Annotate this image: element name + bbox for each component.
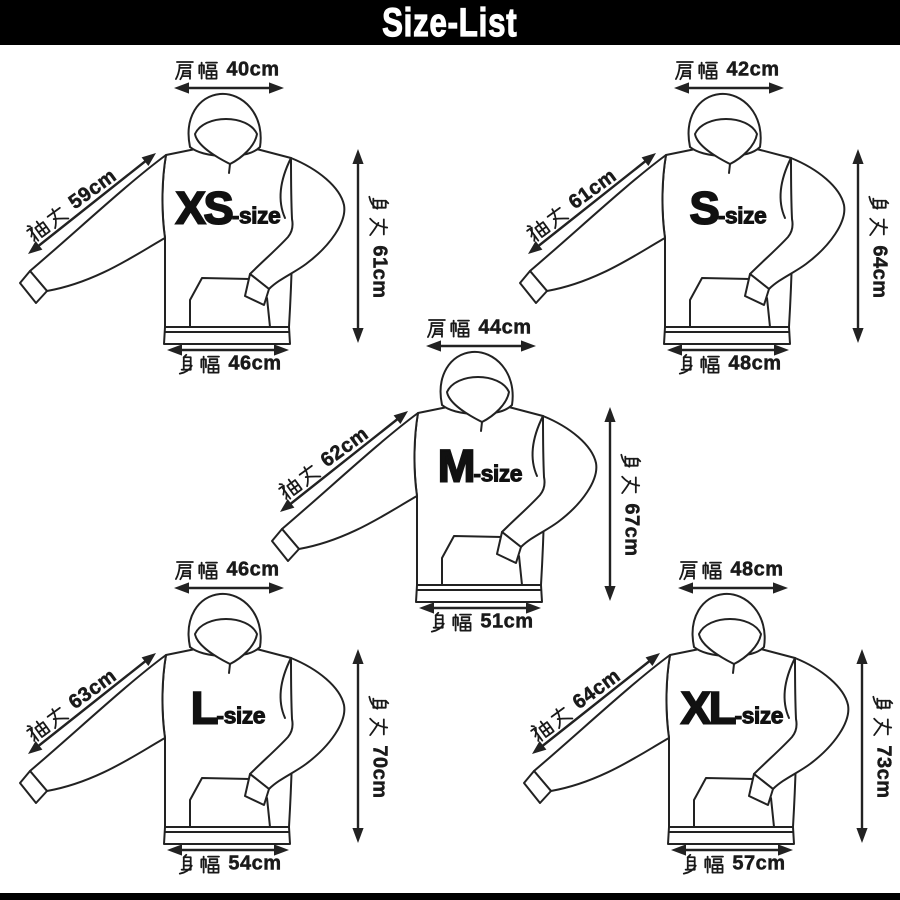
shoulder-width-value: 48cm [730, 558, 784, 581]
kanji-kata-icon [674, 60, 695, 81]
kanji-kata-icon [426, 318, 447, 339]
body-width-value: 57cm [732, 852, 786, 875]
kanji-mi-icon [869, 193, 890, 214]
body-length-label: 70cm [368, 693, 391, 799]
size-suffix: -size [231, 202, 281, 229]
body-length-label: 73cm [872, 693, 895, 799]
shoulder-width-label: 42cm [674, 58, 780, 82]
kanji-mi-icon [369, 193, 390, 214]
kanji-haba-icon [703, 854, 724, 875]
size-panel-s: 42cm 61cm 64cm 48cm S-size [508, 50, 900, 385]
kanji-take-icon [621, 474, 642, 495]
size-name-label: S-size [689, 182, 768, 234]
shoulder-width-label: 46cm [174, 558, 280, 582]
size-suffix: -size [717, 202, 767, 229]
body-length-label: 67cm [620, 451, 643, 557]
size-suffix: -size [473, 460, 523, 487]
kanji-haba-icon [199, 354, 220, 375]
size-name: XS [175, 182, 235, 234]
shoulder-width-value: 40cm [226, 58, 280, 81]
body-length-value: 70cm [368, 745, 391, 799]
shoulder-width-value: 46cm [226, 558, 280, 581]
body-width-label: 48cm [676, 352, 782, 376]
kanji-take-icon [369, 716, 390, 737]
bottom-border-bar [0, 893, 900, 900]
body-length-value: 61cm [368, 245, 391, 299]
body-length-label: 61cm [368, 193, 391, 299]
kanji-mi-icon [680, 854, 701, 875]
page-title: Size-List [382, 0, 518, 45]
shoulder-width-label: 40cm [174, 58, 280, 82]
kanji-mi-icon [369, 693, 390, 714]
body-length-value: 73cm [872, 745, 895, 799]
body-width-label: 54cm [176, 852, 282, 876]
shoulder-width-value: 44cm [478, 316, 532, 339]
kanji-mi-icon [176, 854, 197, 875]
size-panel-xl: 48cm 64cm 73cm 57cm XL-size [512, 550, 900, 885]
body-width-label: 57cm [680, 852, 786, 876]
kanji-haba-icon [449, 318, 470, 339]
body-width-label: 51cm [428, 610, 534, 634]
kanji-mi-icon [176, 354, 197, 375]
body-length-label: 64cm [868, 193, 891, 299]
body-width-value: 48cm [728, 352, 782, 375]
size-name-label: M-size [437, 440, 523, 492]
size-panel-m: 44cm 62cm 67cm 51cm M-size [260, 308, 710, 643]
size-name: S [689, 182, 721, 234]
size-name: M [437, 440, 476, 492]
body-width-value: 54cm [228, 852, 282, 875]
size-panel-xs: 40cm 59cm 61cm 46cm XS-size [8, 50, 458, 385]
kanji-haba-icon [199, 854, 220, 875]
shoulder-width-value: 42cm [726, 58, 780, 81]
size-suffix: -size [216, 702, 266, 729]
size-panel-l: 46cm 63cm 70cm 54cm L-size [8, 550, 458, 885]
body-width-value: 51cm [480, 610, 534, 633]
body-width-label: 46cm [176, 352, 282, 376]
kanji-take-icon [869, 216, 890, 237]
size-name: L [190, 682, 219, 734]
size-name-label: L-size [190, 682, 266, 734]
body-width-value: 46cm [228, 352, 282, 375]
shoulder-width-label: 48cm [678, 558, 784, 582]
kanji-haba-icon [701, 560, 722, 581]
kanji-kata-icon [174, 60, 195, 81]
body-length-value: 64cm [868, 245, 891, 299]
body-length-value: 67cm [620, 503, 643, 557]
kanji-haba-icon [197, 60, 218, 81]
shoulder-width-label: 44cm [426, 316, 532, 340]
title-banner: Size-List [0, 0, 900, 45]
kanji-take-icon [369, 216, 390, 237]
kanji-mi-icon [621, 451, 642, 472]
size-suffix: -size [734, 702, 784, 729]
size-name-label: XS-size [175, 182, 282, 234]
kanji-mi-icon [873, 693, 894, 714]
size-name: XL [680, 682, 737, 734]
kanji-haba-icon [697, 60, 718, 81]
kanji-take-icon [873, 716, 894, 737]
kanji-haba-icon [197, 560, 218, 581]
kanji-kata-icon [174, 560, 195, 581]
kanji-kata-icon [678, 560, 699, 581]
size-name-label: XL-size [680, 682, 784, 734]
